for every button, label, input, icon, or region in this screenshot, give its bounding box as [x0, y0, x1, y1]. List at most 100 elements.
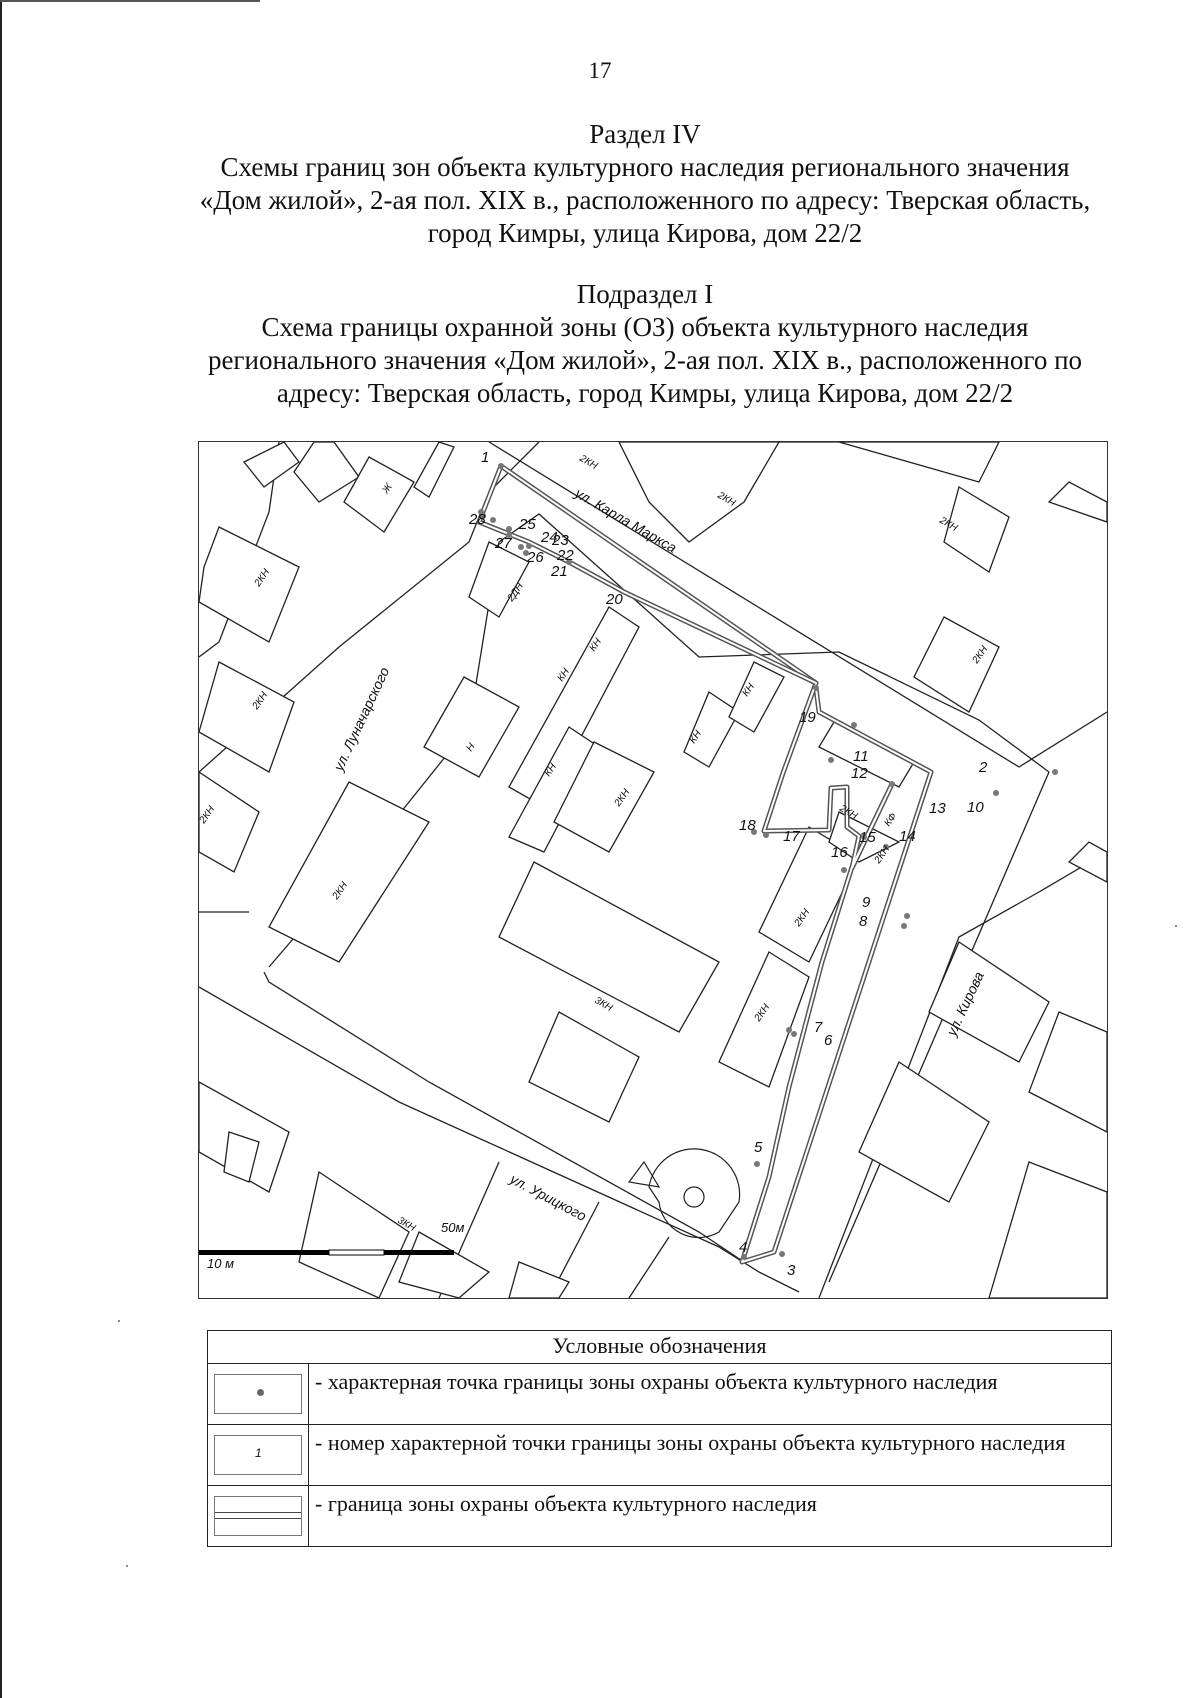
point-number-label: 14 [899, 828, 916, 845]
zone-scheme-map: ул. Карла Маркса ул. Луначарского ул. Ки… [198, 441, 1108, 1299]
building [553, 741, 655, 853]
point-number-label: 6 [824, 1032, 833, 1049]
characteristic-point [861, 834, 867, 840]
scale-bar: 10 м 50м [199, 1220, 464, 1271]
characteristic-point [506, 526, 512, 532]
characteristic-point [741, 1254, 747, 1260]
building [343, 456, 415, 533]
legend-text: - граница зоны охраны объекта культурног… [308, 1485, 1112, 1547]
building [298, 1170, 410, 1298]
point-number-label: 22 [556, 547, 574, 564]
building [683, 691, 740, 768]
characteristic-point [901, 923, 907, 929]
building [293, 442, 360, 503]
section-line: «Дом жилой», 2-ая пол. XIX в., расположе… [199, 185, 1091, 215]
point-number-label: 12 [851, 765, 868, 782]
building [413, 442, 455, 498]
point-number-label: 28 [468, 511, 486, 528]
characteristic-point [566, 559, 572, 565]
building [199, 526, 300, 643]
building [508, 726, 600, 853]
building [199, 771, 260, 873]
building [423, 676, 520, 778]
characteristic-point [828, 757, 834, 763]
characteristic-point [526, 543, 532, 549]
street-label-lunacharskogo: ул. Луначарского [330, 664, 393, 774]
point-number-label: 15 [859, 829, 876, 846]
point-number-label: 13 [929, 800, 946, 817]
building [223, 1131, 260, 1183]
point-dot-icon [257, 1389, 264, 1396]
building [468, 541, 530, 618]
section-line: город Кимры, улица Кирова, дом 22/2 [427, 218, 863, 248]
curb-uritskogo-north [263, 971, 745, 1263]
point-number-label: 4 [739, 1239, 747, 1256]
point-number-label: 1 [481, 449, 489, 466]
characteristic-point [478, 509, 484, 515]
characteristic-point [904, 913, 910, 919]
characteristic-point [1052, 769, 1058, 775]
building-label: 2КН [577, 453, 600, 473]
building [618, 442, 780, 543]
point-number-label: 21 [550, 563, 568, 580]
point-number-label: 8 [859, 913, 868, 930]
point-number-labels: 1234567891011121314151617181920212223242… [468, 449, 988, 1279]
point-number-label: 11 [853, 748, 869, 765]
legend-table: Условные обозначения - характерная точка… [207, 1330, 1112, 1547]
zone-boundary-inner [500, 465, 932, 1263]
point-number-label: 10 [967, 799, 984, 816]
point-number-label: 16 [831, 844, 848, 861]
scan-edge-top [0, 0, 260, 2]
characteristic-point [506, 532, 512, 538]
building [1067, 841, 1107, 883]
characteristic-point [851, 722, 857, 728]
point-number-label: 7 [814, 1019, 823, 1036]
building [728, 661, 785, 733]
building [242, 442, 300, 488]
building [858, 1061, 990, 1203]
curb-lane-3 [628, 1236, 670, 1298]
curb-uritskogo-south [199, 986, 800, 1293]
building [508, 1261, 570, 1298]
characteristic-point [841, 867, 847, 873]
subsection-line: регионального значения «Дом жилой», 2-ая… [207, 345, 1083, 375]
subsection-line: адресу: Тверская область, город Кимры, у… [276, 378, 1014, 408]
point-number-label: 26 [526, 549, 544, 566]
characteristic-point [889, 781, 895, 787]
legend-row: 1 - номер характерной точки границы зоны… [207, 1424, 1112, 1486]
building [268, 781, 430, 963]
subsection-title: Подраздел I [576, 279, 714, 309]
characteristic-point [791, 1031, 797, 1037]
building [1028, 1011, 1107, 1133]
scale-right-label: 50м [441, 1220, 464, 1235]
characteristic-point [786, 1027, 792, 1033]
building [398, 1231, 491, 1298]
building [988, 1161, 1107, 1298]
scan-speck [1175, 925, 1177, 927]
characteristic-point [751, 829, 757, 835]
characteristic-point [763, 832, 769, 838]
scan-speck [126, 1565, 128, 1567]
legend-text: - характерная точка границы зоны охраны … [308, 1363, 1112, 1425]
building [913, 616, 1000, 713]
characteristic-point [498, 463, 504, 469]
section-title: Раздел IV [589, 119, 701, 149]
zone-boundary-west-inner [477, 465, 817, 684]
characteristic-point [523, 550, 529, 556]
legend-symbol-point [214, 1374, 302, 1414]
characteristic-point [754, 1161, 760, 1167]
curb-karla-marksa-north [488, 442, 1107, 768]
characteristic-point [813, 685, 819, 691]
point-number-label: 20 [605, 591, 623, 608]
building [1047, 481, 1107, 523]
characteristic-points [478, 463, 1058, 1260]
characteristic-point [993, 790, 999, 796]
building [199, 661, 295, 773]
point-number-label: 19 [799, 709, 816, 726]
subsection-heading: Подраздел I Схема границы охранной зоны … [150, 278, 1140, 410]
curb-kirova-west [828, 771, 1050, 1283]
section-heading: Раздел IV Схемы границ зон объекта культ… [150, 118, 1140, 250]
building [718, 951, 810, 1088]
point-number-label: 24 [540, 529, 558, 546]
curb-block-north [268, 513, 1050, 968]
